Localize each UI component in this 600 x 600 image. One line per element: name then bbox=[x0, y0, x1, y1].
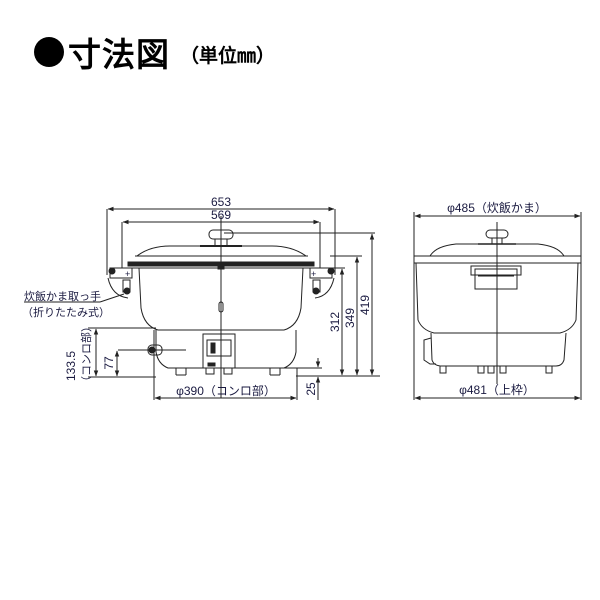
dim-diameter-stove: φ390（コンロ部） bbox=[176, 383, 276, 398]
svg-text:+: + bbox=[311, 269, 316, 279]
page-title: 寸法図 （単位㎜） bbox=[34, 30, 275, 74]
dim-height-body: 312 bbox=[328, 312, 342, 332]
title-main: 寸法図 bbox=[68, 35, 170, 74]
dim-width-body: 569 bbox=[211, 208, 231, 222]
dim-knob-height: 77 bbox=[102, 356, 116, 370]
dim-stove-height-label: （コンロ部） bbox=[79, 321, 93, 387]
handle-callout-line2: （折りたたみ式） bbox=[22, 305, 110, 319]
title-unit: （単位㎜） bbox=[180, 44, 276, 67]
front-view: + + bbox=[24, 206, 380, 401]
dim-stove-height: 133.5 bbox=[64, 351, 78, 381]
side-view bbox=[413, 212, 582, 401]
svg-text:+: + bbox=[125, 269, 130, 279]
handle-callout-line1: 炊飯かま取っ手 bbox=[24, 289, 101, 303]
bullet-icon bbox=[34, 37, 64, 67]
dim-width-overall: 653 bbox=[211, 195, 231, 209]
dim-diameter-top-frame: φ481（上枠） bbox=[459, 383, 535, 397]
dim-leg-height: 25 bbox=[304, 382, 318, 396]
dim-height-lid-rim: 349 bbox=[343, 308, 357, 328]
dim-diameter-pot: φ485（炊飯かま） bbox=[447, 200, 547, 215]
dim-height-total: 419 bbox=[358, 295, 372, 315]
